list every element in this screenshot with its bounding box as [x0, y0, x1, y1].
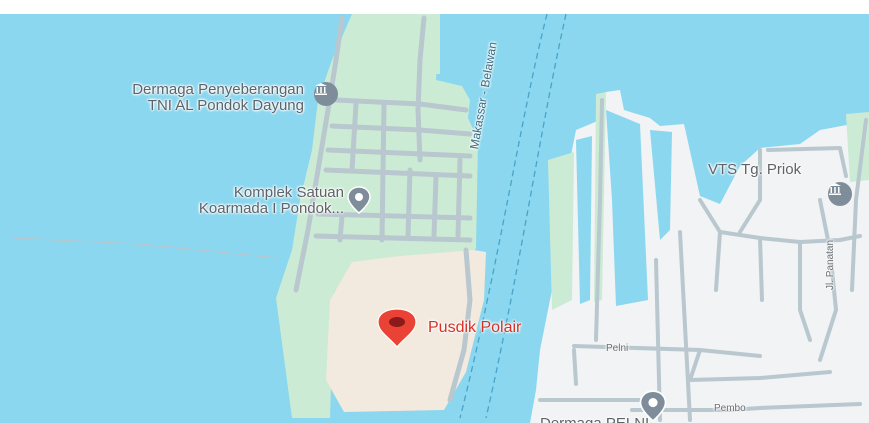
road-name: Pelni [606, 343, 629, 354]
poi-label-partial[interactable]: Dermaga PELNI [540, 416, 649, 423]
landmark-icon-glyph [829, 183, 841, 195]
poi-name-line: TNI AL Pondok Dayung [147, 96, 304, 114]
landmark-icon[interactable] [828, 182, 852, 206]
top-band [0, 0, 869, 14]
poi-label-vts[interactable]: VTS Tg. Priok [708, 162, 801, 178]
road-label-pelni: Pelni [606, 343, 629, 355]
poi-name: VTS Tg. Priok [708, 161, 802, 178]
poi-label-komplek[interactable]: Komplek Satuan Koarmada I Pondok... [80, 185, 344, 217]
jetty [430, 14, 440, 74]
poi-name: Dermaga PELNI [540, 415, 649, 423]
poi-name-line: Komplek Satuan [233, 184, 344, 201]
water-channel [606, 110, 648, 306]
location-pin-glyph [347, 186, 371, 214]
poi-name-line: Dermaga Penyeberangan [132, 81, 304, 98]
landmark-icon-glyph [315, 83, 327, 95]
poi-label-dermaga[interactable]: Dermaga Penyeberangan TNI AL Pondok Dayu… [12, 82, 304, 114]
selected-place-name: Pusdik Polair [428, 319, 522, 336]
selected-pin-glyph [377, 308, 417, 348]
selected-place-label[interactable]: Pusdik Polair [428, 319, 522, 337]
jetty [372, 14, 382, 54]
landmark-icon[interactable] [314, 82, 338, 106]
road-name: Jl. Panatan [825, 239, 836, 290]
green-strip [548, 152, 574, 310]
ferry-route-line [485, 13, 567, 419]
road-label-pembo: Pembo [714, 403, 746, 415]
east-roads [538, 98, 868, 422]
road-name: Pembo [714, 403, 746, 414]
location-pin-glyph [639, 390, 667, 422]
water-channel [650, 130, 672, 240]
poi-name-line: Koarmada I Pondok... [198, 199, 344, 217]
pier-roads [293, 15, 473, 403]
road-label-panatan: Jl. Panatan [825, 239, 837, 290]
shore-line [13, 237, 279, 259]
water-channel [576, 136, 592, 304]
